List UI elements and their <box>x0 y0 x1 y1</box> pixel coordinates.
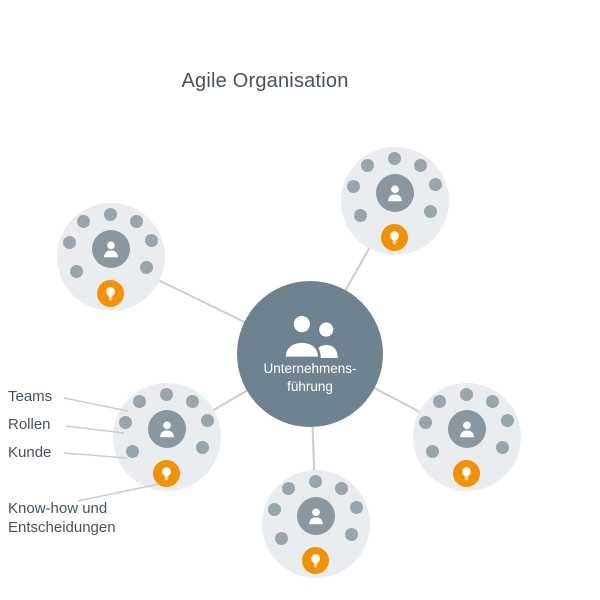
label-rollen: Rollen <box>8 416 51 433</box>
member-dot <box>133 395 146 408</box>
member-dot <box>501 414 514 427</box>
member-dot <box>145 234 158 247</box>
member-dot <box>63 236 76 249</box>
member-dot <box>282 482 295 495</box>
member-dot <box>126 445 139 458</box>
person-icon <box>92 230 130 268</box>
member-dot <box>354 209 367 222</box>
member-dot <box>77 215 90 228</box>
member-dot <box>104 208 117 221</box>
member-dot <box>350 501 363 514</box>
label-kunde: Kunde <box>8 444 52 461</box>
team-circle-top-right <box>341 147 449 255</box>
member-dot <box>429 178 442 191</box>
team-circle-bottom-center <box>262 470 370 578</box>
member-dot <box>460 388 473 401</box>
member-dot <box>496 441 509 454</box>
person-icon <box>148 410 186 448</box>
diagram-title: Agile Organisation <box>181 70 349 92</box>
member-dot <box>186 395 199 408</box>
person-icon <box>448 410 486 448</box>
team-circle-bottom-left <box>113 383 221 491</box>
label-knowhow-line1: Know-how und <box>8 500 108 517</box>
member-dot <box>433 395 446 408</box>
team-circle-left <box>57 203 165 311</box>
member-dot <box>201 414 214 427</box>
center-label-line1: Unternehmens- <box>263 361 357 377</box>
lightbulb-icon <box>453 460 480 487</box>
member-dot <box>424 205 437 218</box>
member-dot <box>388 152 401 165</box>
lightbulb-icon <box>381 224 408 251</box>
member-dot <box>140 261 153 274</box>
team-circle-right <box>413 383 521 491</box>
label-teams: Teams <box>8 388 53 405</box>
lightbulb-icon <box>97 280 124 307</box>
member-dot <box>345 528 358 541</box>
member-dot <box>419 416 432 429</box>
person-icon <box>376 174 414 212</box>
lightbulb-icon <box>153 460 180 487</box>
member-dot <box>196 441 209 454</box>
member-dot <box>70 265 83 278</box>
member-dot <box>309 475 322 488</box>
member-dot <box>426 445 439 458</box>
member-dot <box>160 388 173 401</box>
member-dot <box>347 180 360 193</box>
member-dot <box>119 416 132 429</box>
member-dot <box>335 482 348 495</box>
person-icon <box>297 497 335 535</box>
member-dot <box>414 159 427 172</box>
member-dot <box>275 532 288 545</box>
member-dot <box>268 503 281 516</box>
member-dot <box>486 395 499 408</box>
member-dot <box>130 215 143 228</box>
member-dot <box>361 159 374 172</box>
label-knowhow-line2: Entscheidungen <box>8 518 116 536</box>
lightbulb-icon <box>302 547 329 574</box>
center-label-line2: führung <box>287 379 333 394</box>
center-circle-unternehmensfuehrung: Unternehmens- führung <box>237 281 383 427</box>
label-knowhow: Know-how und Entscheidungen <box>8 500 116 538</box>
leadership-persons-icon <box>274 312 346 359</box>
center-label: Unternehmens- führung <box>263 360 356 395</box>
